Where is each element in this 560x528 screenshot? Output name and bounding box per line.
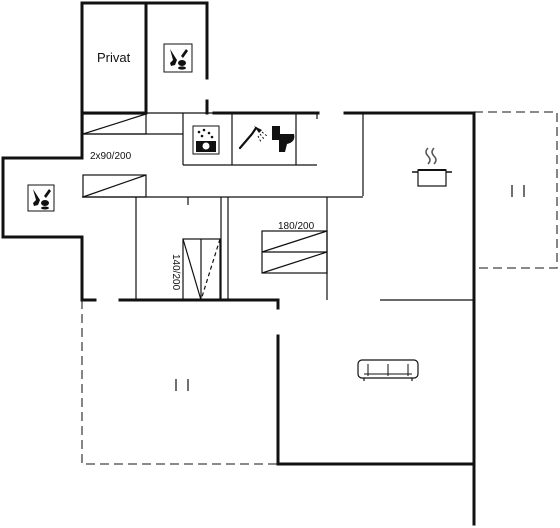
shower-icon: [238, 126, 268, 150]
bed-label-2x90: 2x90/200: [90, 151, 132, 162]
bed-label-180: 180/200: [278, 221, 315, 232]
terrace-icon: [175, 379, 189, 391]
sofa-icon: [357, 359, 419, 381]
bed-180: [261, 230, 328, 274]
terrace-outlines: [81, 111, 558, 465]
terrace-icon: [511, 185, 525, 197]
bed-label-140: 140/200: [170, 254, 181, 291]
partitions: [82, 112, 474, 301]
cooking-pot-icon: [412, 147, 452, 187]
room-label-private: Privat: [97, 50, 131, 65]
washing-machine-icon: [192, 125, 220, 155]
sauna-icon: [27, 184, 55, 212]
bed-2x90-top: [82, 113, 147, 135]
toilet-icon: [272, 126, 295, 152]
walls: [1, 1, 476, 526]
bed-140: [182, 238, 221, 301]
sauna-icon: [163, 43, 193, 73]
bed-2x90-bottom: [82, 174, 147, 198]
